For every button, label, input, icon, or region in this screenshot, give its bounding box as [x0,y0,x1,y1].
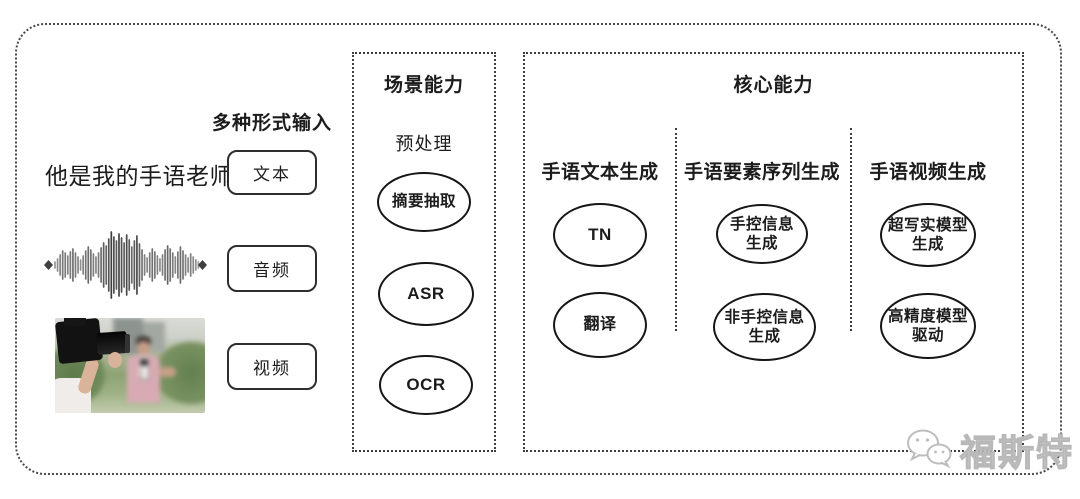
video-input-label: 视频 [253,359,291,378]
scene-panel-title: 场景能力 [383,75,464,96]
video-thumbnail [55,318,205,413]
node-hyperreal-model-generation: 超写实模型 生成 [880,203,976,267]
video-input-box: 视频 [227,343,317,390]
text-input-box: 文本 [227,150,317,195]
column-header-sign-text: 手语文本生成 [541,162,659,183]
node-asr: ASR [378,262,474,326]
node-translation: 翻译 [553,292,647,358]
core-panel-title: 核心能力 [733,75,814,96]
column-header-sign-video: 手语视频生成 [869,162,987,183]
core-capability-panel: 核心能力 手语文本生成 手语要素序列生成 手语视频生成 [523,52,1024,452]
node-summary-extraction: 摘要抽取 [377,172,471,232]
wechat-icon [903,426,955,475]
column-separator-1 [675,128,677,331]
input-section-title: 多种形式输入 [212,113,333,134]
audio-waveform-image [43,230,208,300]
camera-top [64,318,86,326]
cameraman-hand [108,352,122,368]
audio-input-label: 音频 [253,261,291,280]
waveform-left-cap [44,260,53,270]
preprocess-label: 预处理 [395,134,453,154]
column-separator-2 [850,128,852,331]
text-input-label: 文本 [253,165,291,184]
audio-input-box: 音频 [227,245,317,292]
waveform-right-cap [198,260,207,270]
node-tn: TN [553,203,647,267]
outer-dotted-frame [15,23,1062,475]
column-header-sign-elements: 手语要素序列生成 [683,162,841,183]
node-non-manual-info-generation: 非手控信息 生成 [713,293,816,361]
watermark-text: 福斯特 [959,431,1075,473]
camera-lens-ring [125,334,130,353]
scene-capability-panel: 场景能力 预处理 [352,52,496,452]
watermark: 福斯特 [903,424,1074,476]
node-manual-info-generation: 手控信息 生成 [716,204,808,264]
node-ocr: OCR [379,355,473,415]
node-high-precision-model-drive: 高精度模型 驱动 [880,293,976,359]
sample-sentence-text: 他是我的手语老师 [45,163,233,189]
